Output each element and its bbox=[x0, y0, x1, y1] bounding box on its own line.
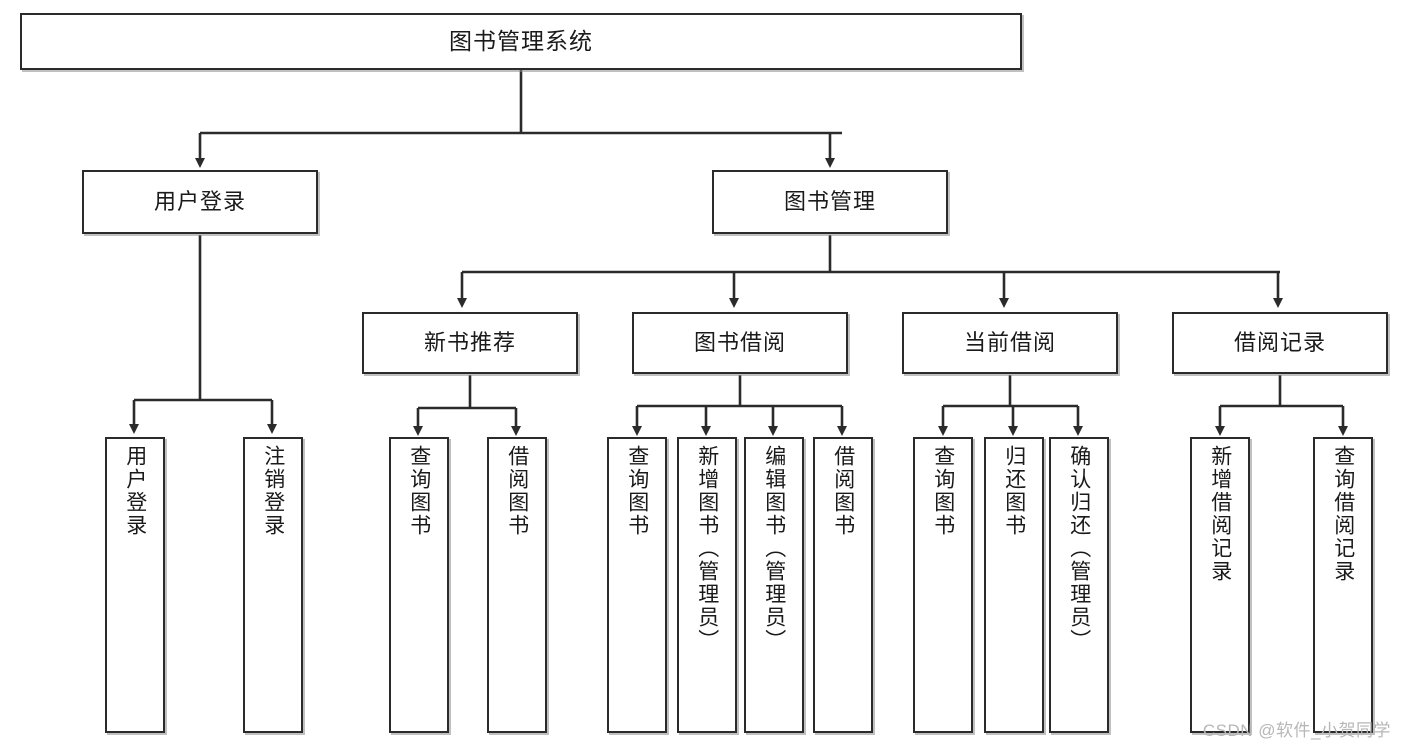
node-new-book-recommend[interactable]: 新书推荐 bbox=[362, 312, 578, 374]
node-book-borrow-label: 图书借阅 bbox=[693, 329, 786, 355]
node-current-borrow-label: 当前借阅 bbox=[963, 329, 1056, 355]
leaf-records-query[interactable]: 查询借阅记录 bbox=[1313, 437, 1373, 733]
leaf-borrow-add-book-label: 新增图书（管理员） bbox=[695, 445, 719, 652]
leaf-borrow-edit-book[interactable]: 编辑图书（管理员） bbox=[744, 437, 804, 733]
node-new-book-recommend-label: 新书推荐 bbox=[423, 329, 516, 355]
leaf-current-query-book-label: 查询图书 bbox=[931, 445, 955, 537]
leaf-current-return-book[interactable]: 归还图书 bbox=[984, 437, 1044, 733]
leaf-user-login-logout[interactable]: 注销登录 bbox=[243, 437, 303, 733]
leaf-user-login-login-label: 用户登录 bbox=[123, 445, 147, 537]
node-user-login[interactable]: 用户登录 bbox=[82, 170, 318, 234]
leaf-new-book-borrow-label: 借阅图书 bbox=[505, 445, 529, 537]
leaf-new-book-query-label: 查询图书 bbox=[407, 445, 431, 537]
leaf-borrow-borrow-book-label: 借阅图书 bbox=[831, 445, 855, 537]
node-borrow-records[interactable]: 借阅记录 bbox=[1172, 312, 1388, 374]
node-current-borrow[interactable]: 当前借阅 bbox=[902, 312, 1118, 374]
node-book-management[interactable]: 图书管理 bbox=[712, 170, 948, 234]
leaf-borrow-query-book-label: 查询图书 bbox=[625, 445, 649, 537]
node-book-borrow[interactable]: 图书借阅 bbox=[632, 312, 848, 374]
leaf-current-confirm-return[interactable]: 确认归还（管理员） bbox=[1049, 437, 1109, 733]
leaf-user-login-login[interactable]: 用户登录 bbox=[105, 437, 165, 733]
leaf-user-login-logout-label: 注销登录 bbox=[261, 445, 285, 537]
leaf-records-add-label: 新增借阅记录 bbox=[1208, 445, 1232, 583]
node-borrow-records-label: 借阅记录 bbox=[1233, 329, 1326, 355]
leaf-borrow-borrow-book[interactable]: 借阅图书 bbox=[813, 437, 873, 733]
leaf-new-book-query[interactable]: 查询图书 bbox=[389, 437, 449, 733]
leaf-current-confirm-return-label: 确认归还（管理员） bbox=[1067, 445, 1091, 652]
leaf-current-return-book-label: 归还图书 bbox=[1002, 445, 1026, 537]
node-book-management-label: 图书管理 bbox=[783, 188, 876, 214]
leaf-borrow-edit-book-label: 编辑图书（管理员） bbox=[762, 445, 786, 652]
leaf-borrow-add-book[interactable]: 新增图书（管理员） bbox=[677, 437, 737, 733]
node-root-label: 图书管理系统 bbox=[449, 27, 593, 54]
leaf-records-add[interactable]: 新增借阅记录 bbox=[1190, 437, 1250, 733]
leaf-new-book-borrow[interactable]: 借阅图书 bbox=[487, 437, 547, 733]
node-user-login-label: 用户登录 bbox=[153, 188, 246, 214]
node-root[interactable]: 图书管理系统 bbox=[20, 13, 1022, 70]
leaf-records-query-label: 查询借阅记录 bbox=[1331, 445, 1355, 583]
leaf-borrow-query-book[interactable]: 查询图书 bbox=[607, 437, 667, 733]
leaf-current-query-book[interactable]: 查询图书 bbox=[913, 437, 973, 733]
